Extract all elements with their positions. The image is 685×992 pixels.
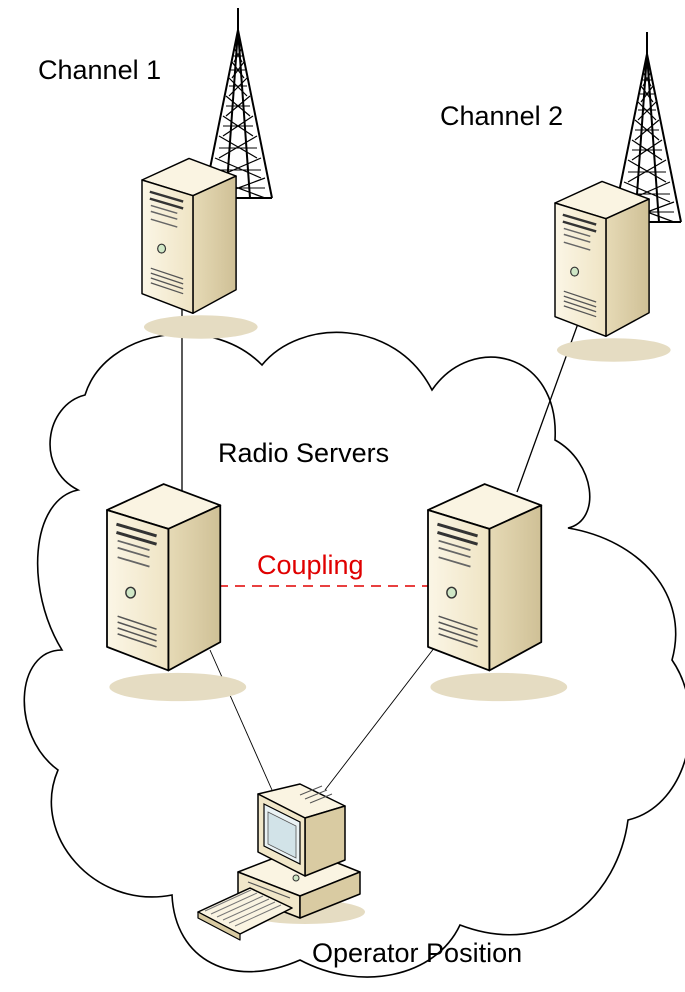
channel-1-label: Channel 1 [38, 55, 161, 85]
operator-position-label: Operator Position [312, 938, 522, 968]
coupling-label: Coupling [257, 550, 364, 580]
link-left-server-operator [209, 649, 273, 791]
radio-servers-label: Radio Servers [218, 438, 389, 468]
channel-2-label: Channel 2 [440, 101, 563, 131]
link-right-server-operator [324, 642, 439, 791]
channel-1-server-icon [140, 157, 259, 340]
operator-workstation-icon [197, 783, 365, 941]
channel-2-server-icon [553, 180, 672, 363]
